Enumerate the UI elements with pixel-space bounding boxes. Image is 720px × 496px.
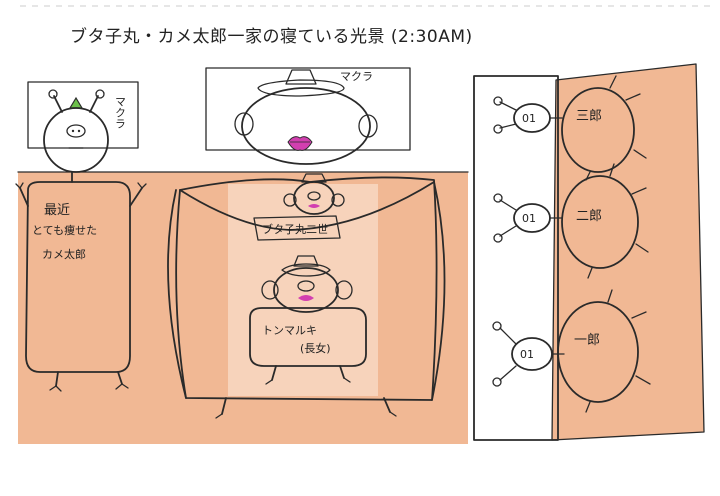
daughter-label-role: (長女) [300, 341, 331, 355]
mother-head [234, 69, 378, 165]
father-label-line2: とても痩せた [32, 223, 97, 237]
saburo-label: 三郎 [576, 109, 602, 124]
father-head [43, 89, 109, 183]
drawing-title: ブタ子丸・カメ太郎一家の寝ている光景 (2:30AM) [70, 26, 473, 47]
son-jiro [493, 163, 649, 279]
son-figure [253, 173, 345, 241]
ichiro-face-mark: 01 [520, 348, 534, 361]
ichiro-label: 一郎 [574, 333, 600, 348]
daughter-figure [249, 255, 367, 385]
son-nametag: ブタ子丸二世 [262, 222, 328, 236]
son-saburo [493, 75, 647, 181]
father-label-line1: 最近 [44, 203, 70, 218]
pillow-label-center: マクラ [340, 70, 373, 83]
sons-bed-frame [473, 75, 559, 441]
father-body [15, 181, 147, 392]
saburo-face-mark: 01 [522, 112, 536, 125]
mother-pillow: マクラ [205, 67, 411, 151]
pillow-label-left: マクラ [114, 96, 127, 129]
father-label-line3: カメ太郎 [42, 247, 86, 261]
son-ichiro [492, 289, 651, 413]
daughter-label-name: トンマルキ [262, 324, 317, 337]
jiro-face-mark: 01 [522, 212, 536, 225]
jiro-label: 二郎 [576, 209, 602, 224]
